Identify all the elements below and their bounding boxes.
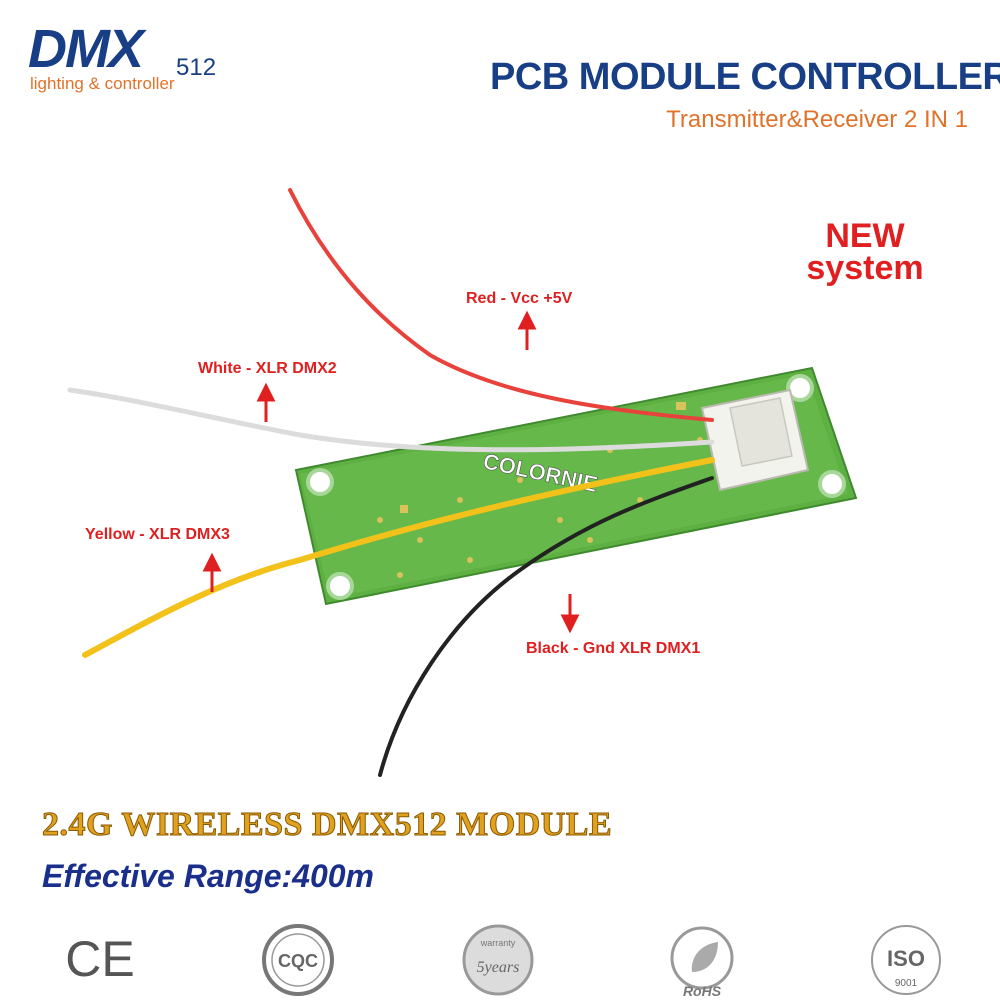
yellow-wire (82, 457, 715, 658)
svg-text:RoHS: RoHS (683, 983, 722, 999)
svg-text:ISO: ISO (887, 946, 925, 971)
pcb-module-photo: COLORNIE (67, 188, 858, 777)
svg-text:5years: 5years (477, 959, 520, 976)
ce-mark-icon: CE (60, 920, 140, 1000)
new-system-badge: NEW system (770, 217, 960, 287)
black-wire (378, 476, 714, 777)
wire-label-yellow: Yellow - XLR DMX3 (85, 526, 230, 543)
svg-text:warranty: warranty (480, 938, 516, 948)
wire-label-red: Red - Vcc +5V (466, 290, 573, 307)
rohs-mark-icon: RoHS (662, 920, 742, 1000)
logo-tagline: lighting & controller (30, 74, 175, 93)
badge-line-system: system (806, 249, 924, 287)
wire-label-black: Black - Gnd XLR DMX1 (526, 640, 701, 657)
white-wire (67, 387, 715, 453)
logo-number: 512 (176, 54, 217, 81)
page-title: PCB MODULE CONTROLLER (490, 56, 1000, 98)
svg-text:9001: 9001 (895, 978, 918, 989)
warranty-seal-icon: warranty 5years (458, 920, 538, 1000)
badge-line-new: NEW (825, 217, 905, 255)
iso-mark-icon: ISO 9001 (866, 920, 946, 1000)
range-text: Effective Range:400m (42, 858, 374, 894)
arrow-markers (202, 310, 580, 634)
page-subtitle: Transmitter&Receiver 2 IN 1 (666, 106, 968, 133)
svg-text:CQC: CQC (278, 951, 318, 971)
red-wire (288, 188, 714, 422)
wire-label-white: White - XLR DMX2 (198, 360, 337, 377)
svg-text:CE: CE (65, 931, 134, 987)
logo-main-text: DMX (28, 19, 144, 79)
product-banner-title: 2.4G WIRELESS DMX512 MODULE (41, 806, 613, 844)
brand-logo: DMX 512 lighting & controller (28, 19, 248, 93)
cqc-mark-icon: CQC (258, 920, 338, 1000)
